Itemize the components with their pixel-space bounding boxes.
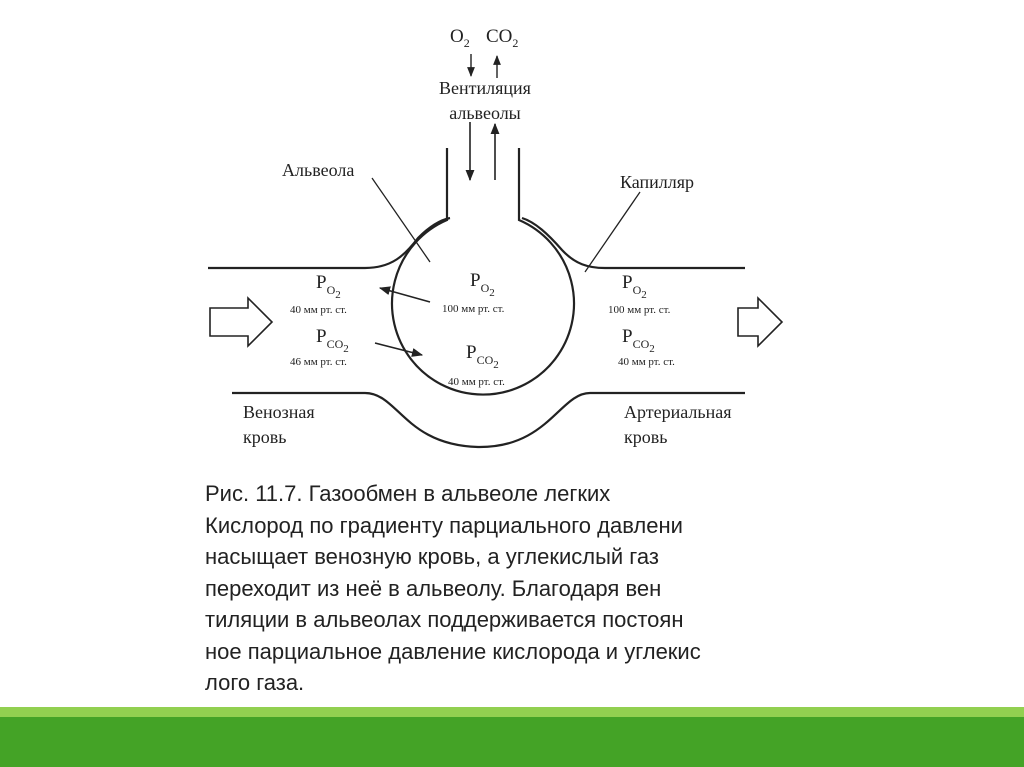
- ventilation-label-line2: альвеолы: [449, 103, 521, 123]
- co2-diffusion-arrow: [374, 342, 424, 357]
- right-po2-value: 100 мм рт. ст.: [608, 304, 671, 316]
- right-po2-symbol: PO2: [622, 272, 647, 301]
- caption-line: тиляции в альвеолах поддерживается посто…: [205, 607, 684, 632]
- blood-out-arrow: [737, 296, 784, 348]
- footer-accent-bar: [0, 707, 1024, 717]
- arterial-blood-label-line2: кровь: [624, 427, 667, 447]
- left-po2-symbol: PO2: [316, 272, 341, 301]
- caption-line: насыщает венозную кровь, а углекислый га…: [205, 544, 659, 569]
- blood-in-arrow: [209, 296, 274, 348]
- right-pco2-value: 40 мм рт. ст.: [618, 356, 675, 368]
- center-po2-symbol: PO2: [470, 270, 495, 299]
- venous-blood-label-line2: кровь: [243, 427, 286, 447]
- left-po2-value: 40 мм рт. ст.: [290, 304, 347, 316]
- center-pco2-symbol: PCO2: [466, 342, 499, 371]
- left-pco2-value: 46 мм рт. ст.: [290, 356, 347, 368]
- o2-diffusion-arrow: [378, 286, 431, 303]
- capillary-lower-wall: [232, 391, 745, 449]
- right-pco2-symbol: PCO2: [622, 326, 655, 355]
- caption-line: Рис. 11.7. Газообмен в альвеоле легких: [205, 481, 611, 506]
- capillary-upper-wall-left: [208, 216, 451, 270]
- alveola-label: Альвеола: [282, 160, 354, 180]
- center-po2-value: 100 мм рт. ст.: [442, 303, 505, 315]
- alveolus-outline: [390, 148, 576, 396]
- top-o2-label: O2: [450, 26, 470, 50]
- venous-blood-label-line1: Венозная: [243, 402, 315, 422]
- center-pco2-value: 40 мм рт. ст.: [448, 376, 505, 388]
- caption-line: Кислород по градиенту парциального давле…: [205, 512, 683, 538]
- caption-line: лого газа.: [205, 670, 305, 695]
- left-pco2-symbol: PCO2: [316, 326, 349, 355]
- top-co2-label: CO2: [486, 26, 518, 50]
- alveola-pointer: [371, 177, 431, 263]
- caption-line: ное парциальное давление кислорода и угл…: [205, 638, 701, 664]
- capillary-upper-wall-right: [521, 216, 745, 270]
- capillary-label: Капилляр: [620, 172, 694, 192]
- figure-caption: Рис. 11.7. Газообмен в альвеоле легких К…: [205, 478, 785, 699]
- capillary-pointer: [584, 191, 641, 273]
- ventilation-label-line1: Вентиляция: [439, 78, 531, 98]
- footer-bar: [0, 717, 1024, 767]
- gas-exchange-diagram: O2 CO2 Вентиляция альвеолы Альвеола Капи…: [208, 26, 784, 449]
- caption-line: переходит из неё в альвеолу. Благодаря в…: [205, 575, 662, 601]
- arterial-blood-label-line1: Артериальная: [624, 402, 732, 422]
